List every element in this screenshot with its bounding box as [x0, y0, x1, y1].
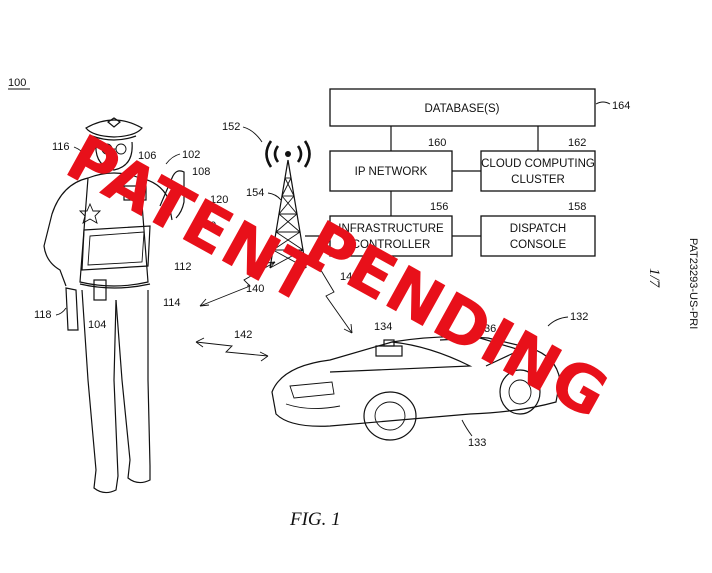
police-officer — [43, 117, 185, 494]
leader-102 — [165, 153, 181, 165]
signal-waves-icon — [265, 140, 311, 168]
ref-136: 36 — [484, 323, 496, 335]
ref-114: 114 — [163, 297, 181, 309]
ref-116: 116 — [52, 141, 70, 153]
dispatch-label-1: DISPATCH — [510, 223, 566, 235]
ref-154: 154 — [246, 187, 264, 199]
infra-label-2: CONTROLLER — [352, 239, 431, 251]
sheet-number: 1/7 — [646, 268, 662, 289]
police-vehicle — [271, 336, 561, 441]
radio-tower — [269, 151, 307, 269]
ref-162: 162 — [568, 137, 586, 149]
leader-116 — [73, 146, 89, 159]
ref-102: 102 — [182, 149, 200, 161]
box-connectors — [305, 126, 539, 237]
leader-154 — [267, 192, 282, 201]
ip-network-box: IP NETWORK — [329, 150, 453, 192]
dispatch-label-2: CONSOLE — [510, 239, 567, 251]
wireless-link-142 — [195, 337, 269, 362]
wireless-link-140 — [199, 261, 276, 307]
ref-118: 118 — [34, 309, 52, 321]
ref-106: 106 — [138, 150, 156, 162]
docket-number: PAT23293-US-PRI — [687, 238, 699, 329]
ref-158: 158 — [568, 201, 586, 213]
figure-caption: FIG. 1 — [289, 509, 341, 530]
ip-network-label: IP NETWORK — [355, 166, 428, 178]
ref-110: 10 — [204, 220, 216, 232]
wireless-link-144 — [315, 261, 353, 334]
ref-160: 160 — [428, 137, 446, 149]
ref-156: 156 — [430, 201, 448, 213]
ref-133: 133 — [468, 437, 486, 449]
dispatch-console-box: DISPATCH CONSOLE — [480, 215, 596, 257]
ref-104: 104 — [88, 319, 106, 331]
cloud-label-2: CLUSTER — [511, 174, 565, 186]
ref-144: 14 — [340, 271, 352, 283]
figure-number: 100 — [8, 77, 26, 89]
leader-133 — [461, 419, 473, 437]
leader-132 — [547, 316, 569, 327]
database-label: DATABASE(S) — [425, 103, 500, 115]
ref-164: 164 — [612, 100, 630, 112]
ref-132: 132 — [570, 311, 588, 323]
database-box: DATABASE(S) — [329, 88, 596, 127]
leader-118 — [55, 307, 67, 316]
ref-142: 142 — [234, 329, 252, 341]
leader-164 — [595, 101, 611, 105]
leader-152 — [242, 126, 263, 143]
infra-label-1: INFRASTRUCTURE — [338, 223, 444, 235]
ref-134: 134 — [374, 321, 392, 333]
cloud-label-1: CLOUD COMPUTING — [481, 158, 595, 170]
ref-152: 152 — [222, 121, 240, 133]
ref-108: 108 — [192, 166, 210, 178]
ref-140: 140 — [246, 283, 264, 295]
cloud-box: CLOUD COMPUTING CLUSTER — [480, 150, 596, 192]
ref-112: 112 — [174, 261, 192, 273]
ref-120: 120 — [210, 194, 228, 206]
